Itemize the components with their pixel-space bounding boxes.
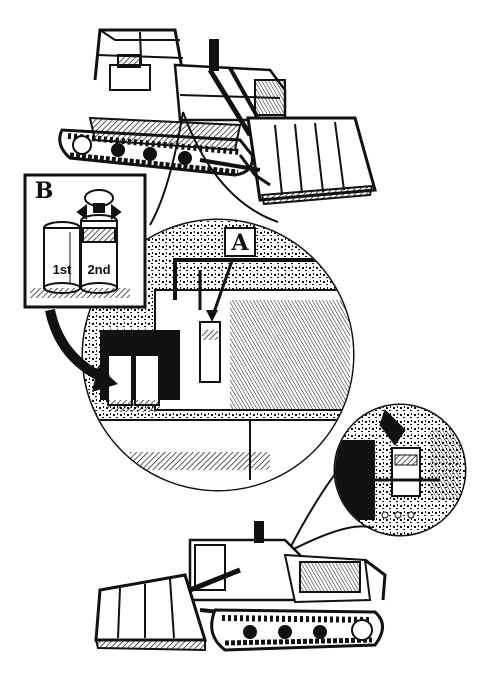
first-filter — [43, 221, 81, 294]
callout-pointer-top — [149, 111, 279, 226]
second-filter-label: 2nd — [87, 262, 110, 277]
second-filter — [80, 214, 118, 294]
bottom-bulldozer — [94, 521, 387, 652]
first-filter-label: 1st — [53, 262, 72, 277]
engine-detail-circle: A — [81, 218, 355, 492]
callout-a-label: A — [230, 230, 249, 256]
filter-inset-b: B 1st 2nd — [23, 173, 147, 309]
callout-pointer-bottom — [287, 454, 373, 553]
filter-cap-icon — [76, 189, 122, 220]
filter-detail-circle — [333, 403, 467, 537]
callout-b-label: B — [35, 178, 54, 204]
callout-arrow-b — [45, 308, 118, 392]
top-bulldozer — [58, 28, 377, 206]
